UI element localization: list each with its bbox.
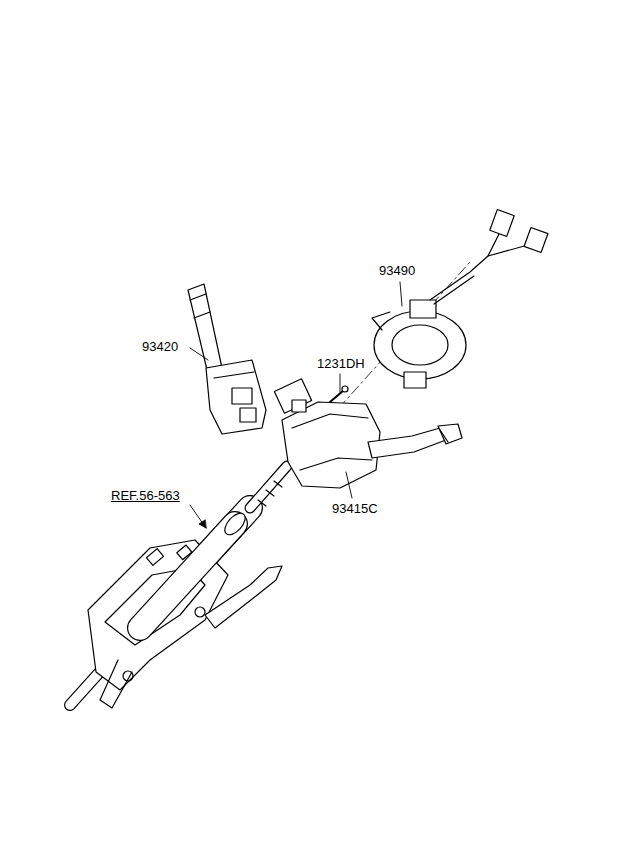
callout-number: 1231DH — [316, 356, 366, 371]
callout-number: 93420 — [141, 339, 179, 354]
callout-number: 93415C — [331, 501, 379, 516]
callout-number: 93490 — [378, 263, 416, 278]
reference-label: REF.56-563 — [110, 488, 181, 503]
